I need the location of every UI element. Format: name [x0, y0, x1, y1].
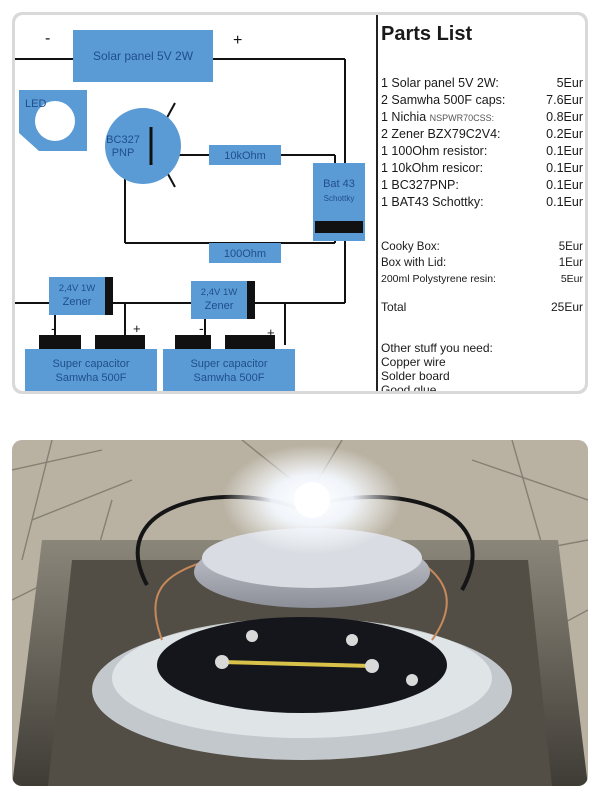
zener-1 — [49, 277, 111, 315]
extras-row: Box with Lid: 1Eur — [381, 255, 583, 271]
part-price: 0.2Eur — [546, 127, 583, 141]
circuit-schematic: Solar panel 5V 2W - + LED BC327 PNP 10kO… — [15, 30, 365, 391]
cap-1-plus: + — [133, 321, 141, 336]
parts-row: 2 Zener BZX79C2V4: 0.2Eur — [381, 126, 583, 142]
zener-1-label-1: 2,4V 1W — [59, 283, 95, 294]
supercap-2 — [163, 349, 295, 391]
parts-row: 1 Nichia NSPWR70CSS: 0.8Eur — [381, 109, 583, 125]
schottky-label-2: Schottky — [324, 194, 355, 203]
part-price: 7.6Eur — [546, 93, 583, 107]
total-price: 25Eur — [550, 300, 583, 314]
part-price: 0.1Eur — [546, 161, 583, 175]
cap-2-minus: - — [199, 320, 204, 336]
supercap-1-label-1: Super capacitor — [52, 358, 129, 370]
part-name: 1 BC327PNP: — [381, 178, 459, 192]
supercap-2-label-1: Super capacitor — [190, 358, 267, 370]
parts-row: 1 Solar panel 5V 2W: 5Eur — [381, 75, 583, 91]
extra-price: 5Eur — [560, 273, 583, 285]
extras-row: Cooky Box: 5Eur — [381, 239, 583, 255]
parts-row: 1 10kOhm resicor: 0.1Eur — [381, 160, 583, 176]
parts-row: 1 BAT43 Schottky: 0.1Eur — [381, 194, 583, 210]
led-symbol — [35, 101, 75, 141]
cap-1-minus: - — [51, 320, 56, 336]
zener-2-label-2: Zener — [205, 300, 234, 312]
zener-2 — [191, 281, 253, 319]
schematic-screenshot: Solar panel 5V 2W - + LED BC327 PNP 10kO… — [12, 12, 588, 394]
other-item: Copper wire — [381, 355, 446, 369]
extras-row: 200ml Polystyrene resin: 5Eur — [381, 271, 583, 287]
part-price: 0.8Eur — [546, 110, 583, 124]
cap-2-terminal-pos — [225, 335, 275, 349]
parts-row: 2 Samwha 500F caps: 7.6Eur — [381, 92, 583, 108]
supercap-2-label-2: Samwha 500F — [194, 372, 265, 384]
part-name: 1 BAT43 Schottky: — [381, 195, 484, 209]
resistor-100-label: 100Ohm — [224, 248, 266, 260]
extra-name: Box with Lid: — [381, 257, 447, 269]
parts-list: Parts List 1 Solar panel 5V 2W: 5Eur 2 S… — [381, 15, 585, 391]
parts-list-title: Parts List — [381, 23, 473, 45]
resistor-10k — [209, 145, 281, 165]
zener-1-band — [105, 277, 113, 315]
resistor-100 — [209, 243, 281, 263]
part-price: 0.1Eur — [546, 178, 583, 192]
part-price: 5Eur — [556, 76, 583, 90]
part-name: 1 Nichia NSPWR70CSS: — [381, 109, 494, 126]
part-price: 0.1Eur — [546, 195, 583, 209]
zener-2-label-1: 2,4V 1W — [201, 287, 237, 298]
other-item: Good glue — [381, 383, 437, 391]
solar-minus: - — [45, 30, 50, 47]
solder-joints — [215, 630, 418, 686]
device-photo — [12, 440, 588, 786]
zener-2-band — [247, 281, 255, 319]
transistor-label-1: BC327 — [106, 134, 140, 146]
transistor-label-2: PNP — [112, 147, 135, 159]
extra-name: Cooky Box: — [381, 241, 440, 253]
supercap-1 — [25, 349, 157, 391]
total-row: Total 25Eur — [381, 299, 583, 315]
supercap-1-label-2: Samwha 500F — [56, 372, 127, 384]
screen: Solar panel 5V 2W - + LED BC327 PNP 10kO… — [15, 15, 585, 391]
resistor-10k-label: 10kOhm — [224, 150, 266, 162]
led-label: LED — [25, 98, 46, 110]
parts-row: 1 BC327PNP: 0.1Eur — [381, 177, 583, 193]
led-light — [294, 482, 330, 518]
solar-panel-label: Solar panel 5V 2W — [93, 49, 194, 63]
zener-1-label-2: Zener — [63, 296, 92, 308]
extra-name: 200ml Polystyrene resin: — [381, 273, 496, 285]
panel-divider — [376, 15, 378, 391]
cap-1-terminal-neg — [39, 335, 81, 349]
cap-2-terminal-neg — [175, 335, 211, 349]
solar-plus: + — [233, 32, 242, 49]
parts-row: 1 100Ohm resistor: 0.1Eur — [381, 143, 583, 159]
solder-trace — [221, 660, 373, 668]
part-price: 0.1Eur — [546, 144, 583, 158]
extra-price: 5Eur — [558, 241, 583, 253]
cap-2-plus: + — [267, 325, 275, 340]
solar-panel — [73, 30, 213, 82]
transistor — [105, 108, 181, 184]
other-item: Solder board — [381, 369, 450, 383]
part-name: 1 Solar panel 5V 2W: — [381, 76, 499, 90]
cap-1-terminal-pos — [95, 335, 145, 349]
part-name-model: NSPWR70CSS: — [429, 113, 495, 123]
part-name: 2 Zener BZX79C2V4: — [381, 127, 501, 141]
part-name-main: 1 Nichia — [381, 110, 427, 124]
solar-lamp-photo — [12, 440, 588, 786]
extra-price: 1Eur — [558, 257, 583, 269]
other-heading: Other stuff you need: — [381, 341, 493, 355]
total-label: Total — [381, 300, 407, 314]
part-name: 1 100Ohm resistor: — [381, 144, 488, 158]
part-name: 1 10kOhm resicor: — [381, 161, 484, 175]
schottky-band — [315, 221, 363, 233]
part-name: 2 Samwha 500F caps: — [381, 93, 506, 107]
schottky-label-1: Bat 43 — [323, 178, 355, 190]
